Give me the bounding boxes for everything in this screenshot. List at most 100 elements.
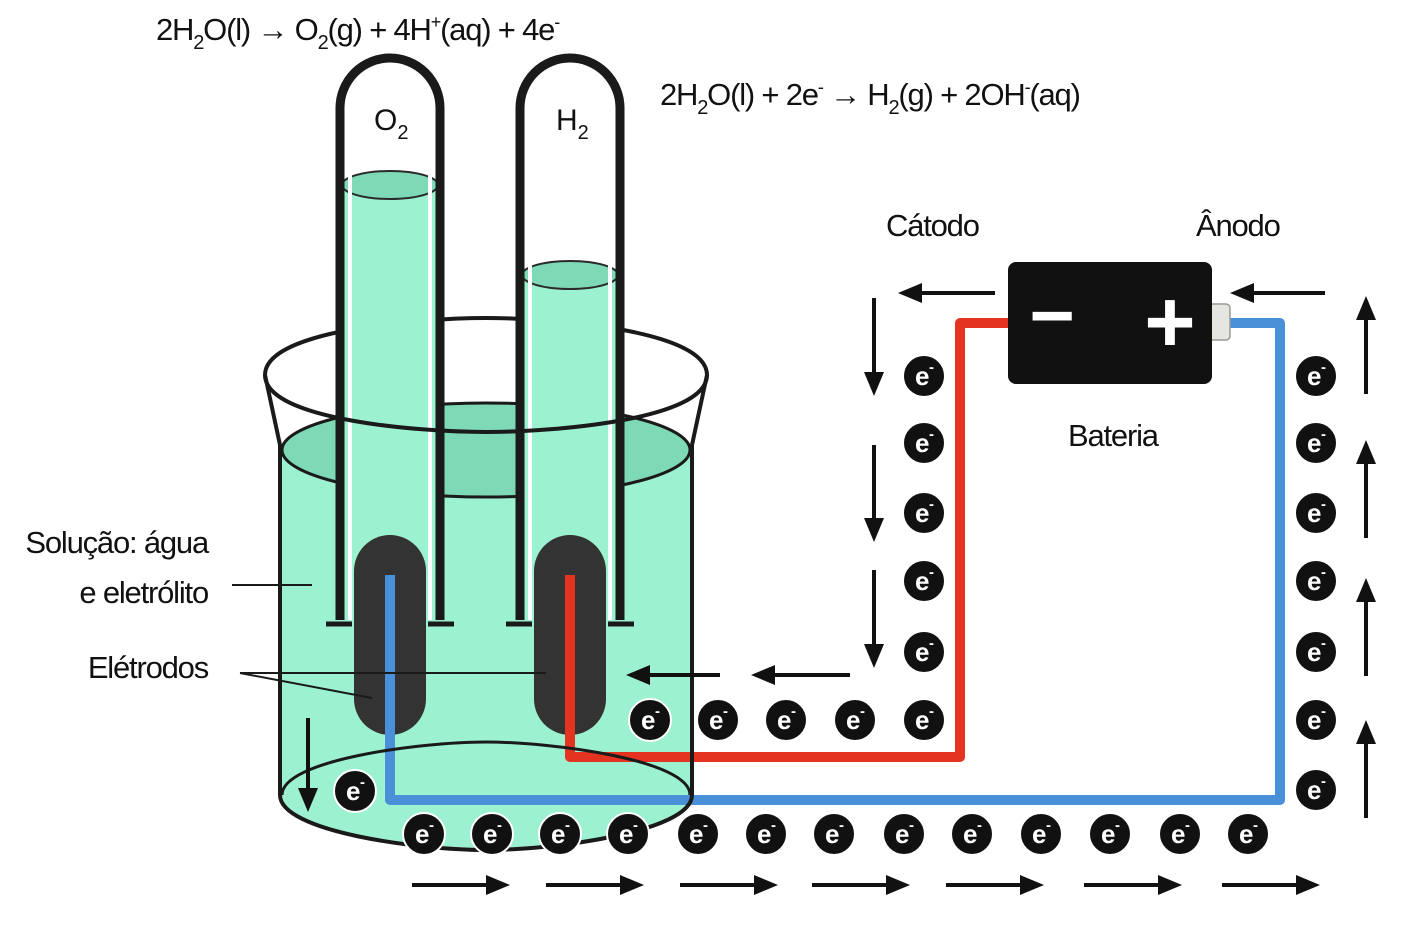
electron-symbol: e (1307, 498, 1321, 528)
electron: e- (538, 812, 582, 856)
electron-charge: - (1321, 564, 1326, 581)
electron-charge: - (929, 703, 934, 720)
electron-circle (1226, 812, 1270, 856)
electron-circle (1294, 630, 1338, 674)
electron: e- (950, 812, 994, 856)
electron: e- (902, 630, 946, 674)
electron-symbol: e (1307, 428, 1321, 458)
wire-blue (385, 318, 1285, 805)
electron-circle (764, 698, 808, 742)
electron-circle (1158, 812, 1202, 856)
electron-symbol: e (689, 819, 703, 849)
electron-circle (1294, 421, 1338, 465)
electron: e- (1088, 812, 1132, 856)
electron: e- (902, 354, 946, 398)
electron-circle (833, 698, 877, 742)
electron-symbol: e (346, 776, 360, 806)
electron: e- (1294, 630, 1338, 674)
electron-charge: - (723, 703, 728, 720)
electron-circle (1294, 559, 1338, 603)
electron-circle (696, 698, 740, 742)
electron-symbol: e (1307, 705, 1321, 735)
electron-symbol: e (846, 705, 860, 735)
electron-circle (1294, 698, 1338, 742)
electron-charge: - (1321, 496, 1326, 513)
wire-red (565, 318, 1020, 762)
electron: e- (1294, 354, 1338, 398)
electron: e- (833, 698, 877, 742)
electron: e- (333, 769, 377, 813)
electron-symbol: e (551, 819, 565, 849)
electron-circle (1294, 354, 1338, 398)
electron-circle (744, 812, 788, 856)
electron: e- (744, 812, 788, 856)
electron-charge: - (565, 817, 570, 834)
electron-symbol: e (415, 819, 429, 849)
electron-charge: - (1321, 426, 1326, 443)
electron: e- (1226, 812, 1270, 856)
electron: e- (764, 698, 808, 742)
electron-charge: - (1185, 817, 1190, 834)
electron-charge: - (1046, 817, 1051, 834)
electron-symbol: e (963, 819, 977, 849)
electron-charge: - (1253, 817, 1258, 834)
battery-negative: − (1029, 271, 1075, 359)
electron-circle (628, 698, 672, 742)
electron: e- (676, 812, 720, 856)
equation-anode: 2H2O(l) → O2(g) + 4H+(aq) + 4e- (156, 12, 560, 54)
gas-label-o2: O2 (374, 104, 408, 144)
electron-symbol: e (915, 566, 929, 596)
electron-charge: - (1321, 773, 1326, 790)
equation-cathode: 2H2O(l) + 2e- → H2(g) + 2OH-(aq) (660, 77, 1080, 119)
electron-charge: - (1321, 359, 1326, 376)
electron-symbol: e (1239, 819, 1253, 849)
electron: e- (902, 491, 946, 535)
electron-symbol: e (1171, 819, 1185, 849)
electron-charge: - (860, 703, 865, 720)
electron-charge: - (497, 817, 502, 834)
electron-symbol: e (709, 705, 723, 735)
electron-circle (333, 769, 377, 813)
electron-circle (1088, 812, 1132, 856)
electron: e- (1294, 559, 1338, 603)
electron-charge: - (977, 817, 982, 834)
electron: e- (902, 698, 946, 742)
electron-charge: - (360, 774, 365, 791)
electron: e- (1158, 812, 1202, 856)
electron-charge: - (1321, 635, 1326, 652)
electron-circle (1019, 812, 1063, 856)
label-anode: Ânodo (1196, 208, 1280, 243)
label-solution-line2: e eletrólito (79, 575, 208, 610)
electron: e- (1294, 421, 1338, 465)
electron-symbol: e (915, 637, 929, 667)
test-tube-o2 (326, 53, 454, 627)
electron: e- (1294, 768, 1338, 812)
arrow-layer (298, 283, 1376, 895)
electron: e- (696, 698, 740, 742)
electron-symbol: e (1307, 566, 1321, 596)
electron-symbol: e (915, 361, 929, 391)
electron-charge: - (771, 817, 776, 834)
electron: e- (1294, 491, 1338, 535)
electron: e- (606, 812, 650, 856)
electron-symbol: e (1032, 819, 1046, 849)
electron-circle (902, 559, 946, 603)
electron: e- (902, 421, 946, 465)
electron: e- (902, 559, 946, 603)
label-electrodes: Elétrodos (88, 650, 209, 685)
electron-symbol: e (777, 705, 791, 735)
test-tube-h2 (506, 53, 634, 627)
electron: e- (1019, 812, 1063, 856)
electron: e- (402, 812, 446, 856)
electron: e- (882, 812, 926, 856)
electron-charge: - (929, 496, 934, 513)
electron-circle (606, 812, 650, 856)
electron-symbol: e (483, 819, 497, 849)
gas-label-h2: H2 (556, 104, 589, 144)
electron-circle (1294, 491, 1338, 535)
electron-charge: - (655, 703, 660, 720)
electron-circle (676, 812, 720, 856)
electron-charge: - (703, 817, 708, 834)
